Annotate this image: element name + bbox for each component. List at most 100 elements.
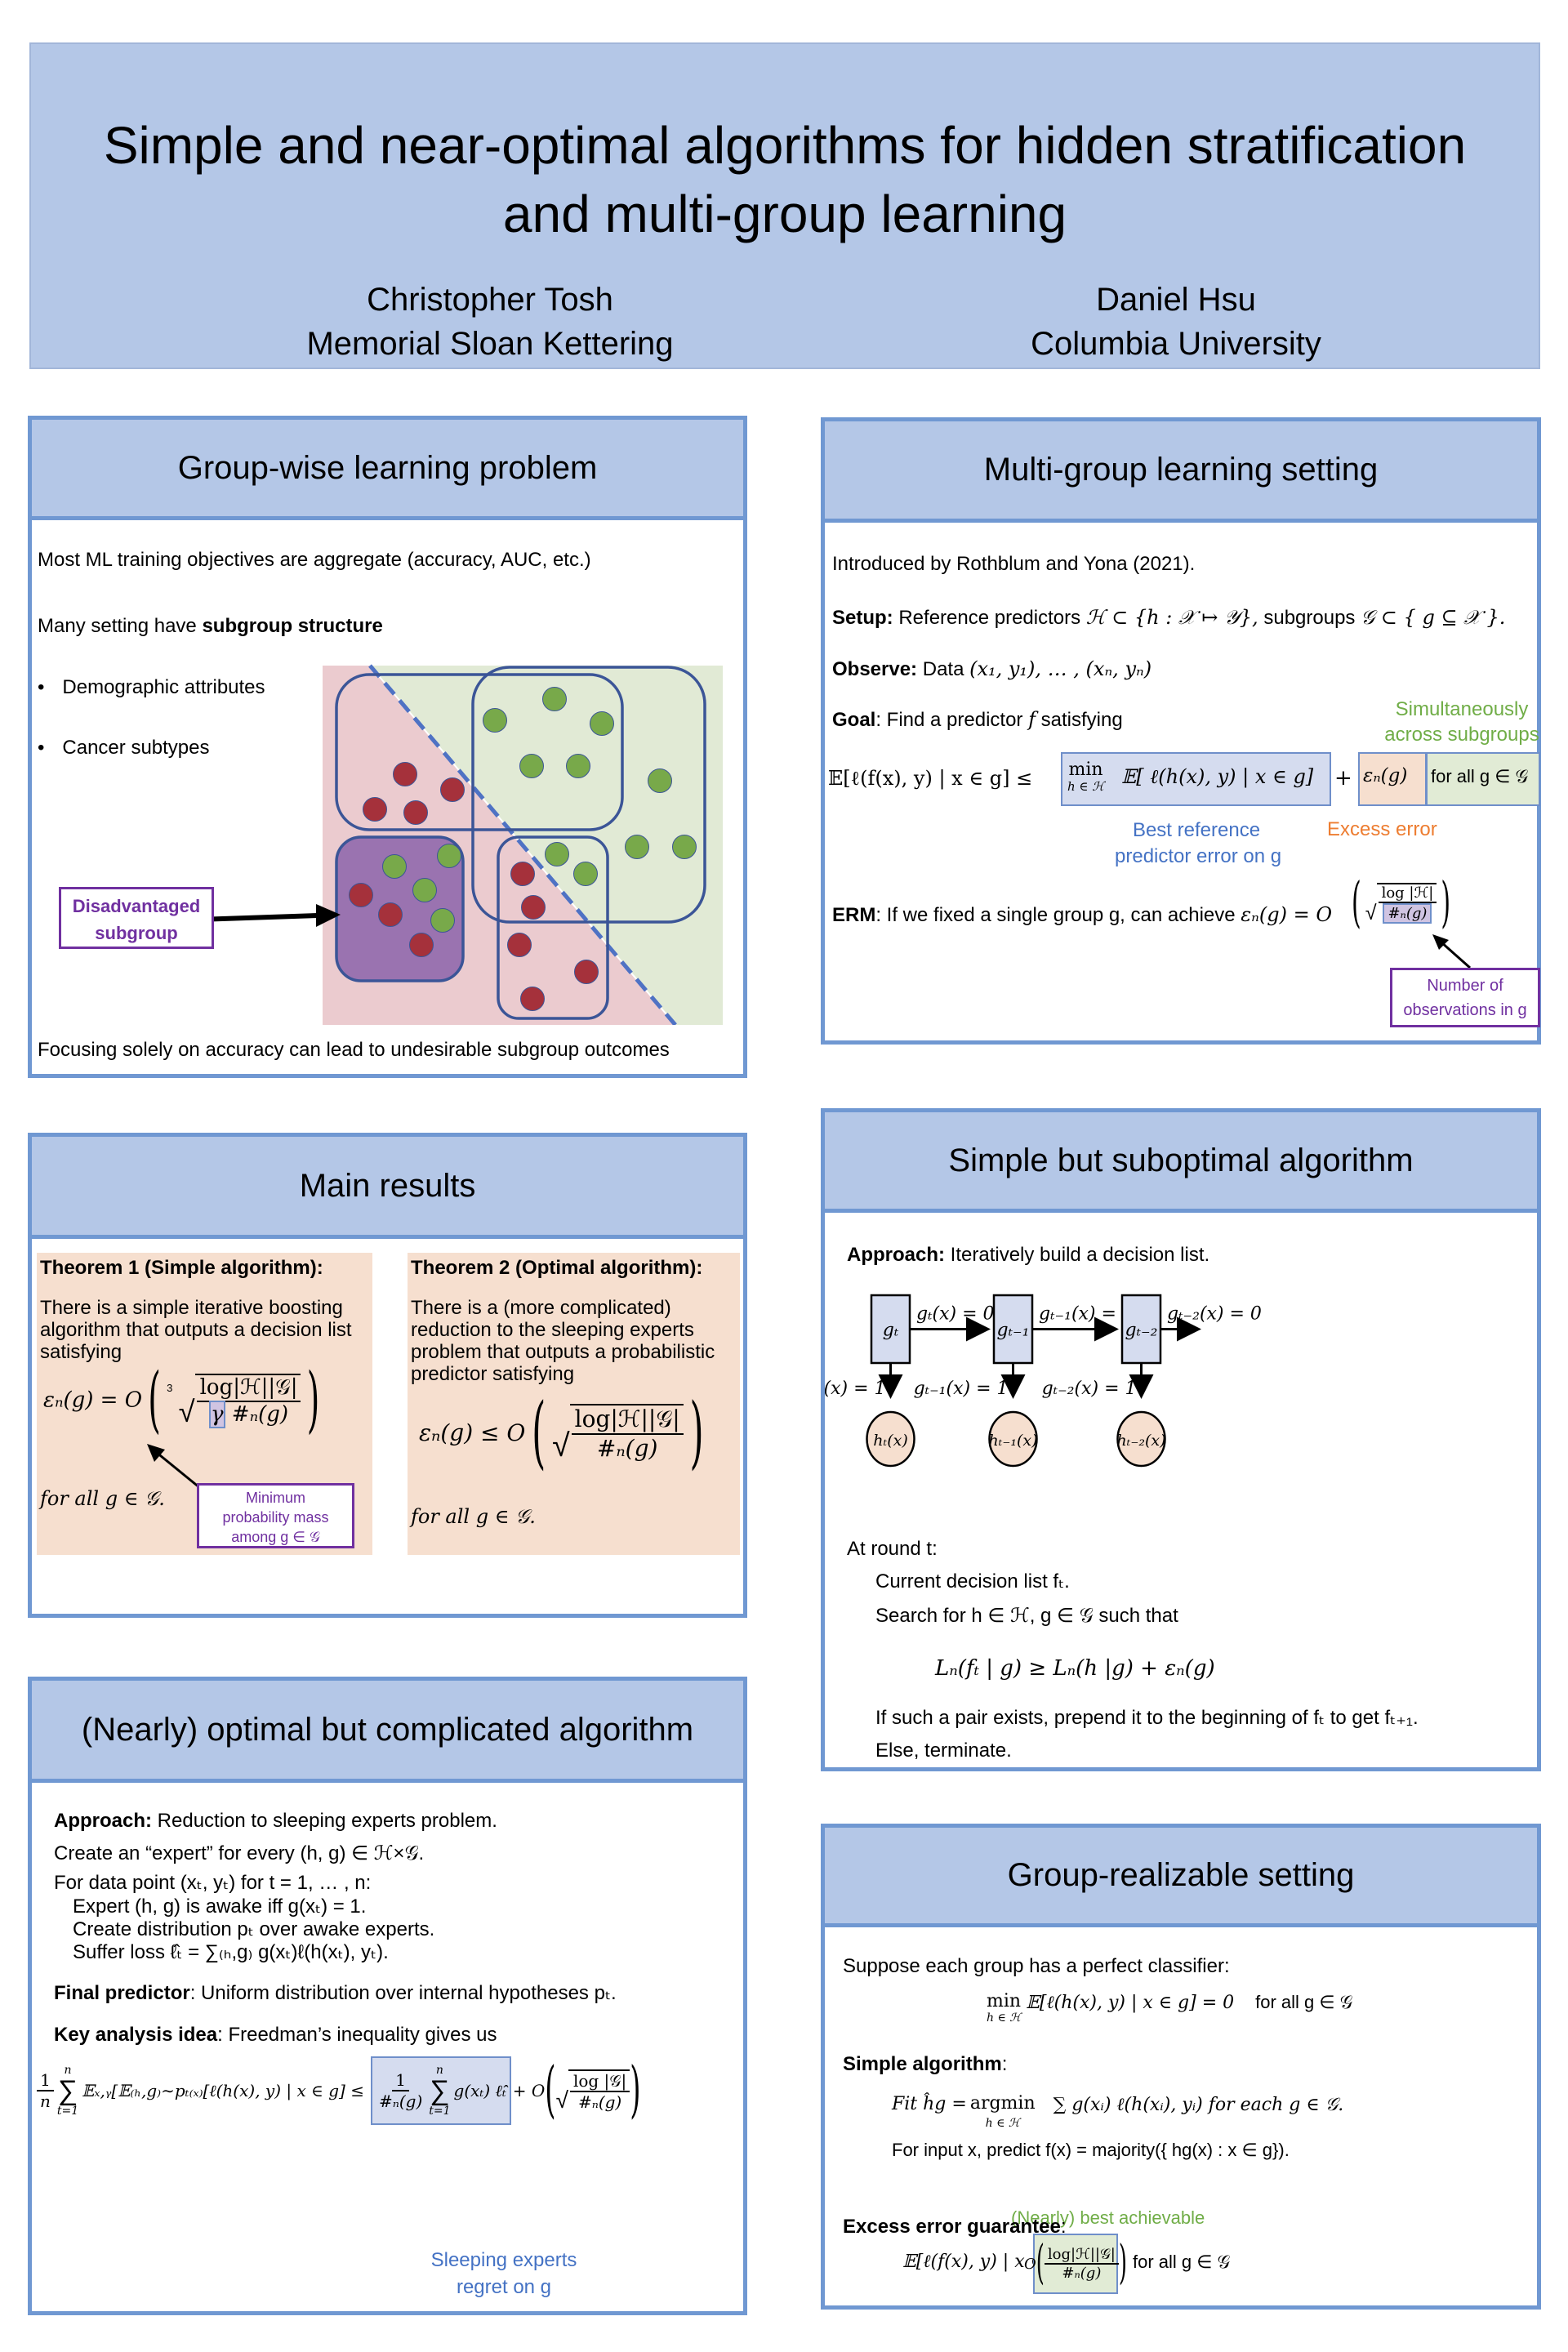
green-point [437,844,461,868]
guarantee-forall: for all g ∈ 𝒢 [1133,2252,1231,2272]
green-point [430,908,455,933]
group-box [497,835,609,1020]
author-name: Christopher Tosh [367,282,613,318]
label-line: Simultaneously [1395,698,1529,720]
text: : Freedman’s inequality gives us [217,2024,497,2046]
green-point [625,835,649,859]
hypothesis-label: hₜ₋₁(x) [988,1432,1037,1450]
observe-line: Observe: Data (x₁, y₁), … , (xₙ, yₙ) [832,657,1152,682]
yes-label: gₜ₋₁(x) = 1 [914,1379,1009,1399]
callout-line: Minimum [245,1490,305,1506]
panel-title: (Nearly) optimal but complicated algorit… [32,1681,743,1783]
math: εₙ(g) = O [1241,903,1333,926]
best-achievable-label: (Nearly) best achievable [1011,2207,1205,2228]
epsilon: εₙ(g) [1363,765,1408,786]
label: ERM [832,904,876,926]
numerator: log|ℋ||𝒢| [571,1405,684,1435]
hypothesis-label: hₜ(x) [873,1432,907,1450]
group-node-label: gₜ [883,1321,899,1341]
denominator: n [40,2091,51,2111]
min-subscript: h ∈ ℋ [1067,779,1105,794]
rhs-body: g(xₜ) ℓ̂ₜ [453,2080,506,2100]
group-node-label: gₜ₋₁ [997,1321,1030,1341]
equation-body: 𝔼[ℓ(h(x), y) | x ∈ g] = 0 [1026,1993,1235,2013]
denominator: #ₙ(g) [378,2091,423,2111]
forall-text: for all g ∈ 𝒢. [40,1487,165,1510]
callout-line: probability mass [222,1509,329,1526]
label: Approach: [847,1244,945,1266]
loss-rule: Suffer loss ℓ̂ₜ = ∑₍ₕ,g₎ g(xₜ)ℓ(h(xₜ), y… [73,1941,389,1963]
denominator: #ₙ(g) [1062,2265,1102,2282]
sum: n∑t=1 [429,2064,451,2118]
subgroup-diagram [323,664,723,1025]
hypothesis-label: hₜ₋₂(x) [1116,1432,1165,1450]
arrow-icon [1432,934,1471,969]
denominator: #ₙ(g) [231,1402,289,1427]
root-index: 3 [167,1382,173,1394]
text: : Find a predictor [875,709,1029,731]
author-name: Daniel Hsu [1096,282,1256,318]
author-2: Daniel Hsu Columbia University [890,278,1462,366]
red-point [520,987,545,1011]
denominator: #ₙ(g) [577,2092,622,2112]
intro-text: Most ML training objectives are aggregat… [38,549,591,571]
author-1: Christopher Tosh Memorial Sloan Ketterin… [204,278,776,366]
red-point [378,902,403,927]
callout-line: Number of [1427,977,1503,995]
panel-title: Group-wise learning problem [32,420,743,520]
label: Approach: [54,1810,152,1832]
label: Key analysis idea [54,2024,218,2046]
excess-error-box: εₙ(g) [1358,752,1427,806]
arrow-icon [147,1444,201,1490]
goal-line: Goal: Find a predictor f satisfying [832,707,1123,733]
sum-upper: n [435,2064,443,2077]
sqrt: √log |𝒢|#ₙ(g) [556,2069,630,2112]
green-point [483,708,507,733]
sum-lower: t=1 [429,2105,451,2118]
label: Observe: [832,658,918,680]
theorem-heading: Theorem 2 (Optimal algorithm): [411,1257,703,1279]
theorem-forall: for all g ∈ 𝒢. [40,1486,165,1512]
subgroup-text: Many setting have subgroup structure [38,614,383,639]
numerator: log |𝒢| [569,2071,630,2092]
no-label: gₜ₋₂(x) = 0 [1167,1304,1262,1325]
step-prepend: If such a pair exists, prepend it to the… [875,1707,1419,1729]
simultaneously-label: Simultaneously across subgroups [1384,697,1539,747]
sqrt: √log |ℋ|#ₙ(g) [1365,883,1437,924]
panel-title: Main results [32,1137,743,1239]
best-reference-box: min h ∈ ℋ 𝔼[ ℓ(h(x), y) | x ∈ g] [1061,752,1331,806]
min: min [987,1991,1022,2011]
key-idea: Key analysis idea: Freedman’s inequality… [54,2023,497,2047]
bullet-item: •Cancer subtypes [38,736,210,760]
cube-root: √log|ℋ||𝒢|γ #ₙ(g) [179,1374,301,1428]
label: Goal [832,709,876,731]
red-point [403,800,428,825]
green-point [566,754,590,778]
text: satisfying [1035,709,1123,731]
text: : If we fixed a single group g, can achi… [875,904,1241,926]
count-callout: Number of observations in g [1390,968,1540,1027]
red-point [521,895,546,920]
sqrt: √log|ℋ||𝒢|#ₙ(g) [552,1404,684,1462]
condition-inequality: Lₙ(fₜ | g) ≥ Lₙ(h |g) + εₙ(g) [935,1656,1215,1681]
numerator: log |ℋ| [1378,884,1437,903]
erm-rate: ( √log |ℋ|#ₙ(g) ) [1352,871,1451,935]
title-line-2: and multi-group learning [502,185,1067,243]
denominator: #ₙ(g) [596,1435,658,1462]
text: Many setting have [38,615,203,637]
theorem-1-bound: εₙ(g) = O ( 3 √log|ℋ||𝒢|γ #ₙ(g) ) [43,1358,320,1442]
poster-title: Simple and near-optimal algorithms for h… [31,111,1539,248]
create-experts: Create an “expert” for every (h, g) ∈ ℋ×… [54,1842,425,1864]
label-line: Sleeping experts [430,2249,577,2271]
min-operator: min h ∈ ℋ [1067,761,1105,795]
label-line: Best reference [1132,819,1261,841]
red-point [510,862,535,886]
suppose-text: Suppose each group has a perfect classif… [843,1955,1230,1977]
group-node [992,1294,1034,1365]
panel-simple-suboptimal: Simple but suboptimal algorithm Approach… [821,1108,1541,1771]
guarantee-label: Excess error guarantee: [843,2216,1067,2238]
